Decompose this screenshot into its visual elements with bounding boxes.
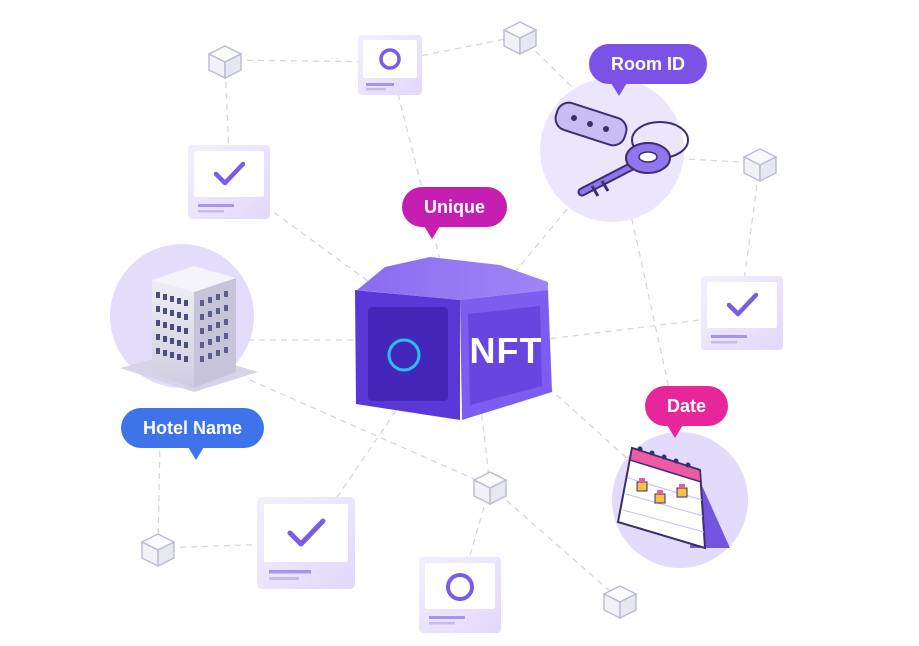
ring-icon [446,573,474,601]
room-id-label: Room ID [589,44,707,96]
calendar-icon [616,446,730,550]
nft-face-text: NFT [469,330,543,371]
block-cube-icon [742,148,778,183]
checkmark-icon [213,161,246,186]
checkmark-icon [726,292,759,317]
ring-card [419,557,501,633]
check-card [257,497,355,589]
hotel-node [110,244,258,392]
checkmark-icon [287,518,326,547]
ring-card [358,35,422,95]
nft-cube-icon [355,257,552,420]
room-key-icon [554,101,689,197]
block-cube-icon [502,21,538,56]
date-label: Date [645,386,729,438]
block-cube-icon [140,533,176,568]
hotel-building-icon [120,266,258,392]
block-cube-icon [472,471,508,506]
check-card [701,276,783,350]
block-cube-icon [602,585,638,620]
calendar-node [612,432,748,568]
room-key-node [540,78,689,222]
ring-icon [379,48,401,70]
check-card [188,145,270,219]
hotel-name-label: Hotel Name [121,408,265,460]
block-cube-icon [207,45,243,80]
unique-label: Unique [402,187,507,239]
